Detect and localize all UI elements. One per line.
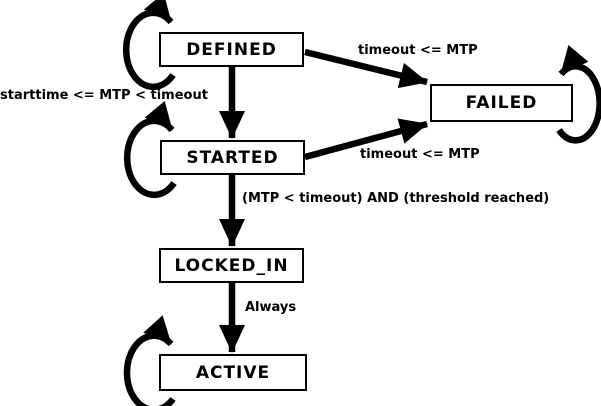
state-node-active: ACTIVE — [159, 354, 307, 391]
transition-label-locked_in-active: Always — [245, 300, 297, 315]
state-label-defined: DEFINED — [186, 39, 277, 60]
transition-label-defined-started: starttime <= MTP < timeout — [0, 88, 208, 103]
transition-label-started-failed: timeout <= MTP — [360, 147, 480, 162]
transition-arrow-started-failed — [304, 118, 428, 161]
self-loop-arrow-defined — [122, 0, 176, 91]
self-loop-arrow-started — [123, 100, 177, 199]
state-node-locked_in: LOCKED_IN — [159, 248, 304, 283]
self-loop-arrow-failed — [556, 44, 601, 144]
state-node-defined: DEFINED — [159, 32, 304, 67]
transition-label-defined-failed: timeout <= MTP — [358, 43, 478, 58]
state-label-active: ACTIVE — [195, 362, 271, 383]
transition-label-started-locked_in: (MTP < timeout) AND (threshold reached) — [242, 191, 550, 206]
state-label-failed: FAILED — [465, 93, 538, 113]
state-node-failed: FAILED — [430, 84, 573, 122]
state-label-started: STARTED — [186, 147, 279, 168]
self-loop-arrow-active — [123, 315, 176, 406]
state-label-locked_in: LOCKED_IN — [174, 255, 289, 276]
state-node-started: STARTED — [160, 140, 305, 175]
transition-arrow-defined-failed — [304, 48, 428, 89]
